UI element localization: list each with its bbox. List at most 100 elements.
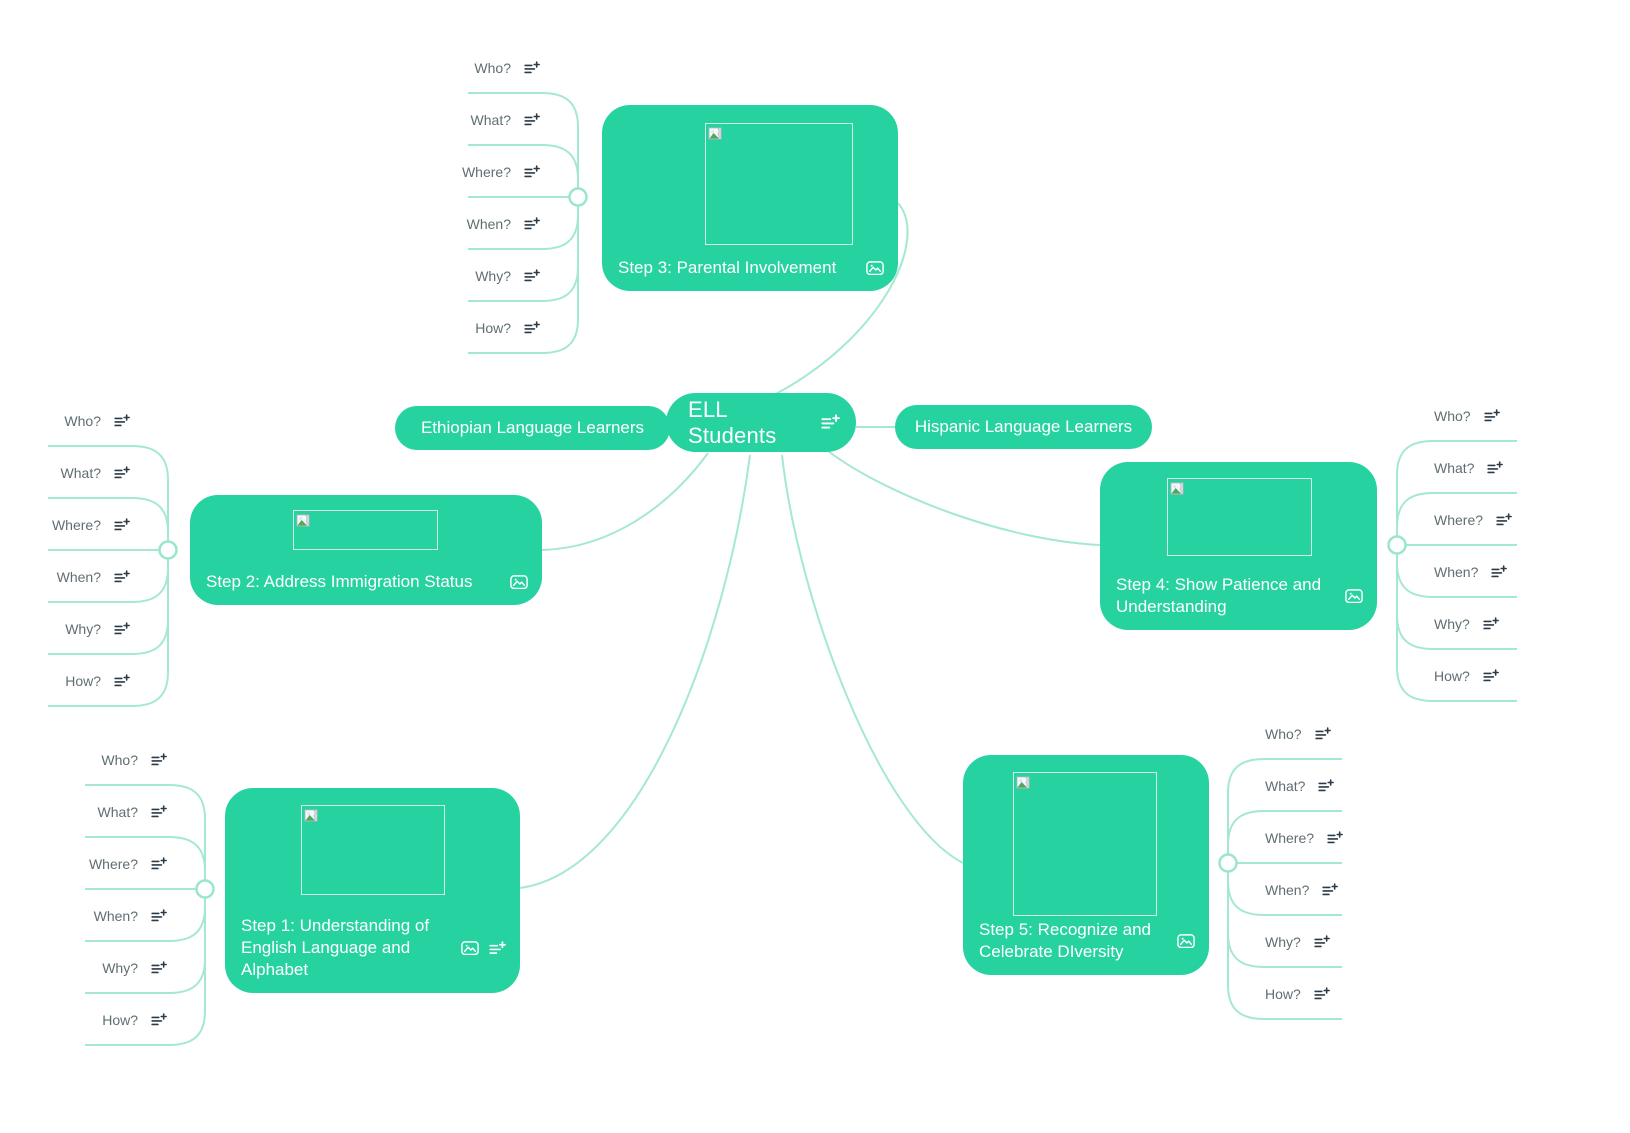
note-add-icon[interactable]	[151, 961, 167, 975]
note-add-icon[interactable]	[524, 165, 540, 179]
step-3-node[interactable]: Step 3: Parental Involvement	[602, 105, 898, 291]
note-add-icon[interactable]	[821, 414, 840, 431]
question-label: How?	[475, 320, 511, 336]
image-icon[interactable]	[510, 574, 528, 590]
step-4-questions-row[interactable]: What?	[1434, 456, 1504, 480]
question-label: Who?	[1265, 726, 1302, 742]
step-title: Step 1: Understanding of English Languag…	[241, 916, 430, 979]
note-add-icon[interactable]	[1322, 883, 1339, 897]
step-3-questions-row[interactable]: What?	[471, 108, 540, 132]
step-1-questions-row[interactable]: What?	[98, 800, 167, 824]
note-add-icon[interactable]	[1483, 669, 1499, 683]
note-add-icon[interactable]	[151, 857, 167, 871]
step-1-questions-row[interactable]: How?	[102, 1008, 167, 1032]
step-5-questions-row[interactable]: How?	[1265, 982, 1330, 1006]
note-add-icon[interactable]	[1314, 727, 1331, 741]
branch-connector-circle[interactable]	[195, 879, 215, 899]
question-label: Why?	[65, 621, 101, 637]
note-add-icon[interactable]	[1318, 779, 1335, 793]
step-3-questions-row[interactable]: How?	[475, 316, 540, 340]
branch-connector-circle[interactable]	[1387, 535, 1407, 555]
note-add-icon[interactable]	[114, 466, 130, 480]
question-label: What?	[1434, 460, 1475, 476]
central-title: ELL Students	[688, 396, 777, 448]
step-1-questions-row[interactable]: When?	[94, 904, 167, 928]
step-5-node[interactable]: Step 5: Recognize and Celebrate DIversit…	[963, 755, 1209, 975]
note-add-icon[interactable]	[524, 269, 540, 283]
question-label: How?	[1434, 668, 1470, 684]
note-add-icon[interactable]	[114, 570, 130, 584]
step-2-questions-row[interactable]: When?	[57, 565, 130, 589]
note-add-icon[interactable]	[114, 674, 130, 688]
branch-connector-circle[interactable]	[568, 187, 588, 207]
step-2-questions-row[interactable]: What?	[61, 461, 130, 485]
pill-ethiopian-language-learners[interactable]: Ethiopian Language Learners	[395, 406, 670, 450]
branch-connector-circle[interactable]	[158, 540, 178, 560]
step-5-questions-row[interactable]: What?	[1265, 774, 1335, 798]
step-4-node[interactable]: Step 4: Show Patience and Understanding	[1100, 462, 1377, 630]
note-add-icon[interactable]	[151, 909, 167, 923]
note-add-icon[interactable]	[1496, 513, 1512, 527]
step-title: Step 4: Show Patience and Understanding	[1116, 575, 1322, 616]
step-3-questions-row[interactable]: Why?	[475, 264, 540, 288]
note-add-icon[interactable]	[524, 61, 540, 75]
step-5-questions-row[interactable]: When?	[1265, 878, 1339, 902]
image-placeholder[interactable]	[1013, 772, 1157, 916]
central-node-ell-students[interactable]: ELL Students	[666, 393, 856, 452]
step-2-questions-row[interactable]: Who?	[64, 409, 130, 433]
step-4-questions-row[interactable]: Why?	[1434, 612, 1499, 636]
step-3-questions-row[interactable]: Where?	[462, 160, 540, 184]
question-label: How?	[65, 673, 101, 689]
note-add-icon[interactable]	[524, 217, 540, 231]
step-4-questions-row[interactable]: When?	[1434, 560, 1508, 584]
note-add-icon[interactable]	[114, 414, 130, 428]
image-placeholder[interactable]	[705, 123, 853, 245]
note-add-icon[interactable]	[1314, 987, 1330, 1001]
step-5-questions-row[interactable]: Who?	[1265, 722, 1331, 746]
question-label: What?	[97, 804, 138, 820]
note-add-icon[interactable]	[489, 940, 506, 956]
step-2-questions-row[interactable]: How?	[65, 669, 130, 693]
note-add-icon[interactable]	[1487, 461, 1504, 475]
step-3-questions-row[interactable]: Who?	[474, 56, 540, 80]
image-icon[interactable]	[1177, 933, 1195, 949]
note-add-icon[interactable]	[114, 518, 130, 532]
note-add-icon[interactable]	[1483, 409, 1500, 423]
note-add-icon[interactable]	[1314, 935, 1330, 949]
step-2-node[interactable]: Step 2: Address Immigration Status	[190, 495, 542, 605]
step-1-node[interactable]: Step 1: Understanding of English Languag…	[225, 788, 520, 993]
image-icon[interactable]	[1345, 588, 1363, 604]
step-4-questions-row[interactable]: Who?	[1434, 404, 1500, 428]
image-placeholder[interactable]	[301, 805, 445, 895]
question-label: How?	[1265, 986, 1301, 1002]
image-placeholder[interactable]	[1167, 478, 1312, 556]
step-1-questions-row[interactable]: Who?	[101, 748, 167, 772]
step-1-questions-row[interactable]: Where?	[89, 852, 167, 876]
step-5-questions-row[interactable]: Why?	[1265, 930, 1330, 954]
step-5-questions-row[interactable]: Where?	[1265, 826, 1343, 850]
pill-hispanic-language-learners[interactable]: Hispanic Language Learners	[895, 405, 1152, 449]
step-4-questions-row[interactable]: Where?	[1434, 508, 1512, 532]
image-icon[interactable]	[461, 940, 479, 956]
note-add-icon[interactable]	[1483, 617, 1499, 631]
branch-connector-circle[interactable]	[1218, 853, 1238, 873]
note-add-icon[interactable]	[151, 753, 167, 767]
step-1-questions-row[interactable]: Why?	[102, 956, 167, 980]
question-label: Where?	[1434, 512, 1484, 528]
note-add-icon[interactable]	[1327, 831, 1343, 845]
image-icon[interactable]	[866, 260, 884, 276]
step-2-questions-row[interactable]: Where?	[52, 513, 130, 537]
note-add-icon[interactable]	[114, 622, 130, 636]
question-label: Who?	[474, 60, 511, 76]
step-3-questions-row[interactable]: When?	[467, 212, 540, 236]
step-4-questions-row[interactable]: How?	[1434, 664, 1499, 688]
image-placeholder[interactable]	[293, 510, 438, 550]
question-label: When?	[56, 569, 101, 585]
note-add-icon[interactable]	[151, 1013, 167, 1027]
note-add-icon[interactable]	[524, 113, 540, 127]
note-add-icon[interactable]	[1491, 565, 1508, 579]
step-2-questions-row[interactable]: Why?	[65, 617, 130, 641]
note-add-icon[interactable]	[524, 321, 540, 335]
note-add-icon[interactable]	[151, 805, 167, 819]
